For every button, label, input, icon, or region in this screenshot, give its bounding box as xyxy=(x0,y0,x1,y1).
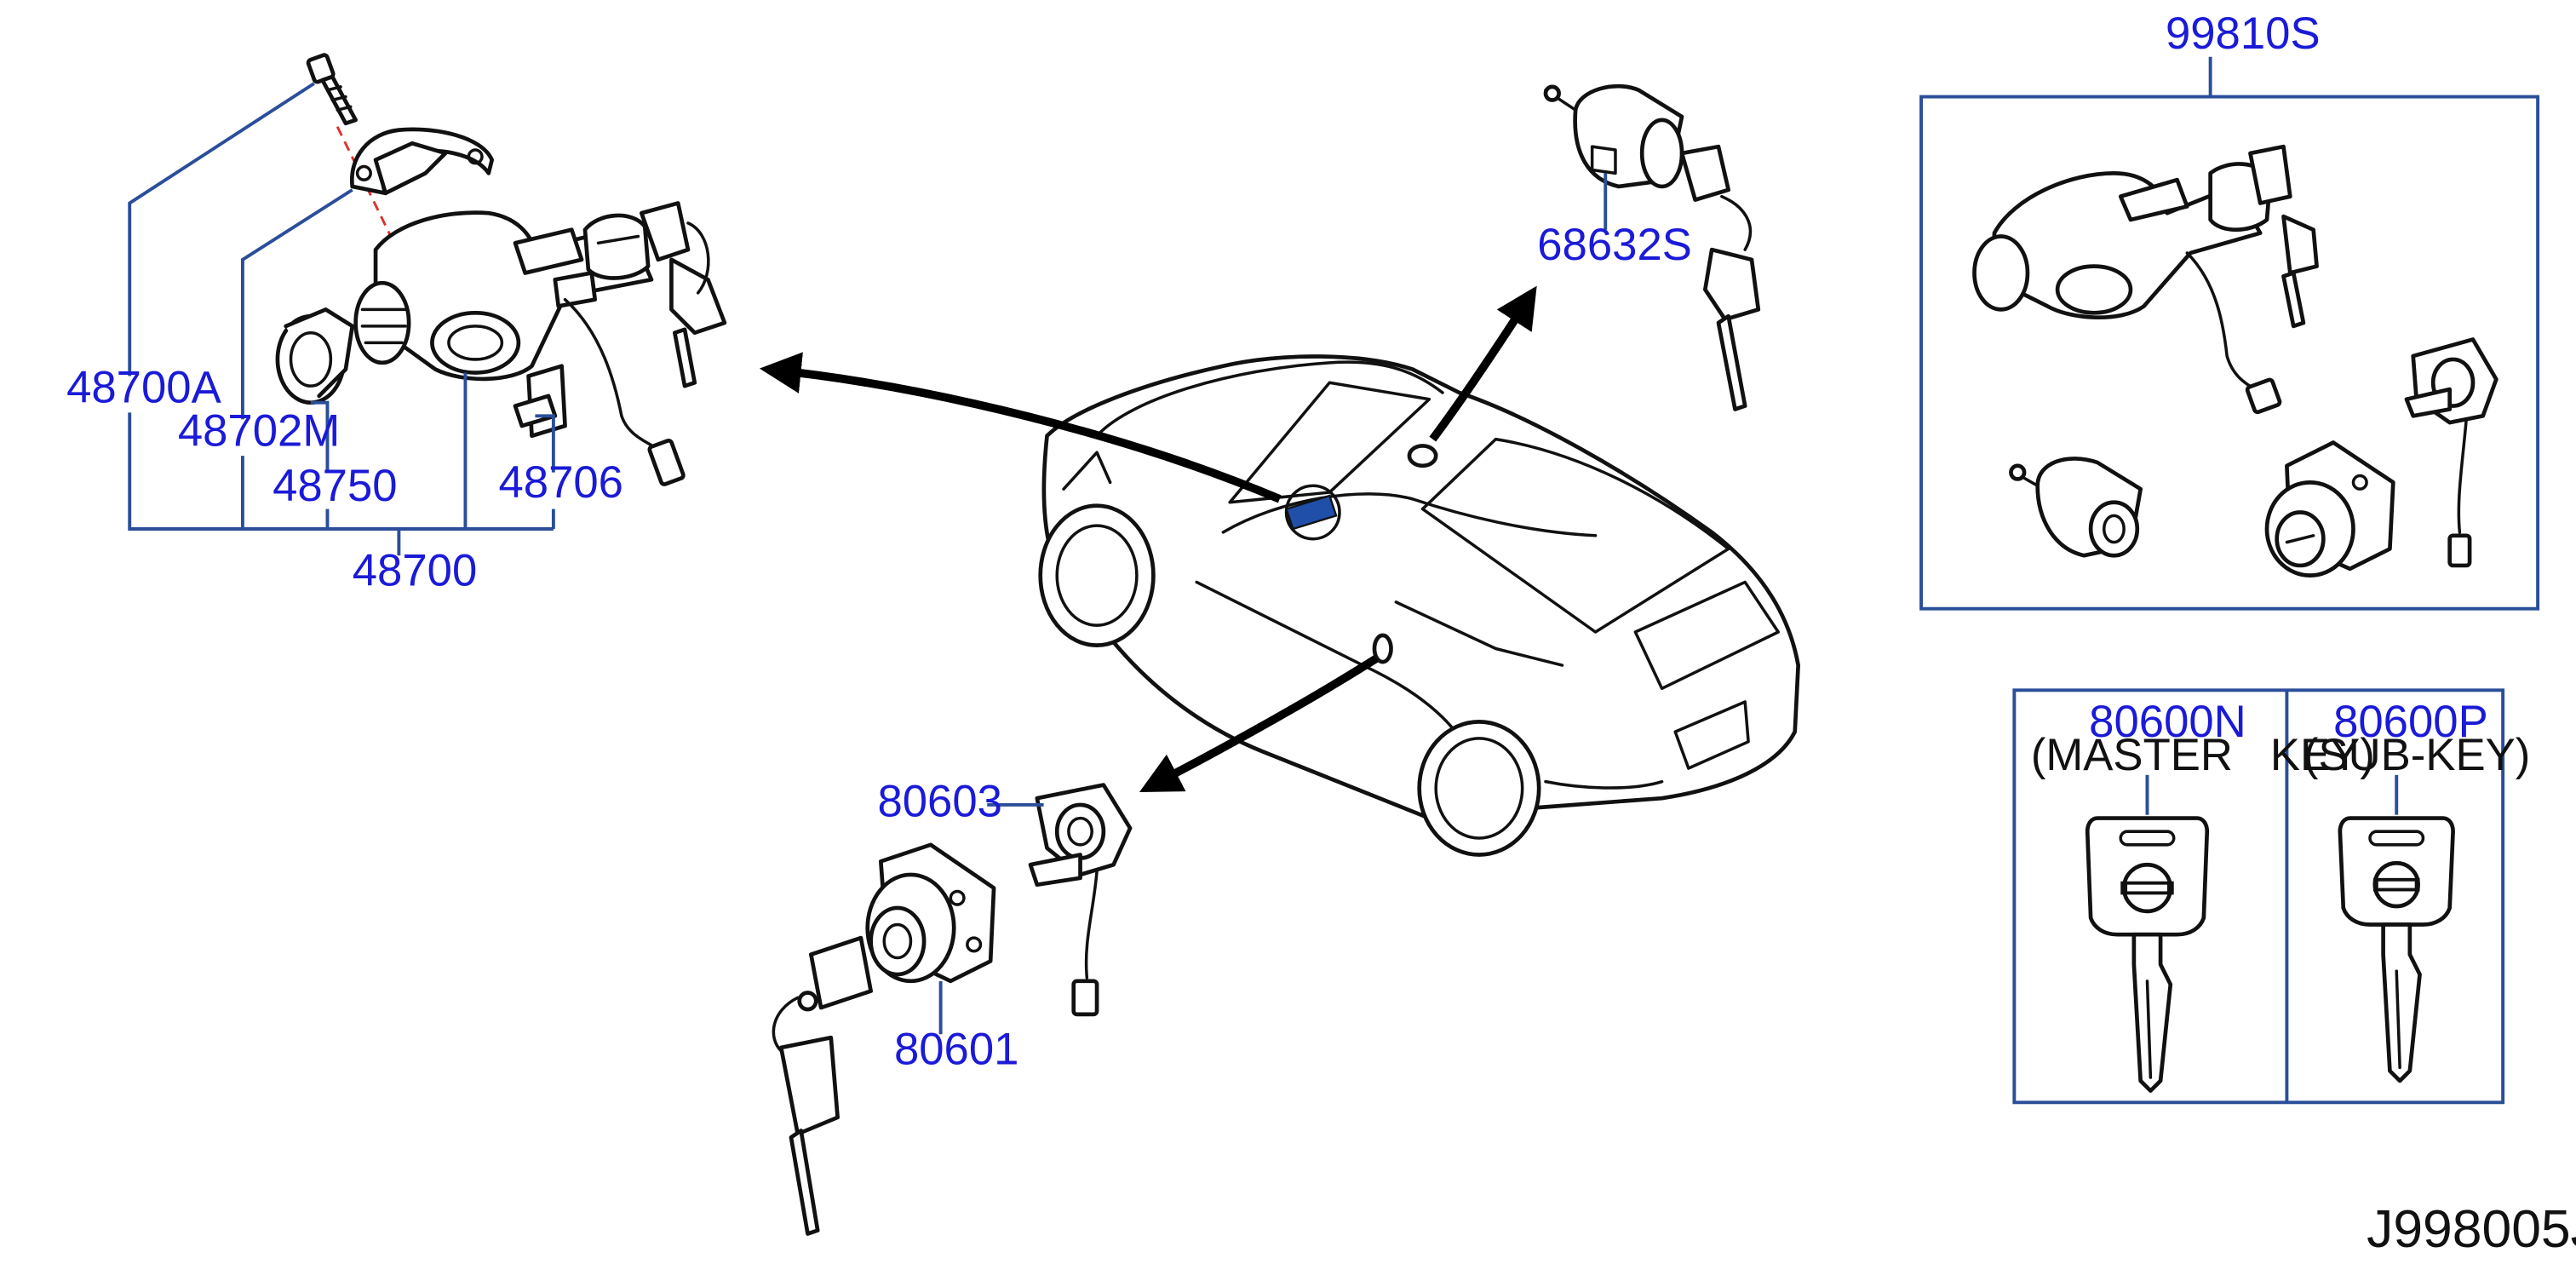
keys-box xyxy=(2012,688,2505,1105)
door-lock-cylinder xyxy=(772,842,996,1236)
rear-wheel xyxy=(1417,720,1541,857)
label-68632S: 68632S xyxy=(1537,220,1692,270)
shear-bolt xyxy=(306,53,358,126)
key-ring-illumination xyxy=(275,307,355,405)
sub-key-note: (SUB-KEY) xyxy=(2303,730,2530,780)
label-80600N: 80600N xyxy=(2089,697,2246,747)
label-80601: 80601 xyxy=(894,1024,1019,1074)
sub-key xyxy=(2338,816,2455,1083)
switch-key xyxy=(639,201,727,388)
label-48706: 48706 xyxy=(498,457,623,508)
trunk-lock-point xyxy=(1407,444,1438,468)
steering-lock-body xyxy=(353,210,654,382)
door-lock-switch xyxy=(1028,783,1133,1017)
steering-lock-clamp xyxy=(350,127,495,196)
arrow-icon xyxy=(1139,655,1379,792)
label-80600P: 80600P xyxy=(2333,697,2488,747)
master-key-note: (MASTER KEY) xyxy=(2031,730,2375,780)
master-key xyxy=(2085,816,2210,1093)
harness-connector xyxy=(647,439,686,486)
label-48700: 48700 xyxy=(353,545,478,595)
ignition-switch-assembly xyxy=(275,53,727,486)
door-switch-connector xyxy=(1071,979,1099,1017)
nissan-emblem-icon xyxy=(2120,862,2174,914)
label-48700A: 48700A xyxy=(66,363,222,413)
switch-bracket xyxy=(513,364,567,439)
callout-arrows xyxy=(759,285,1537,792)
car-illustration xyxy=(1038,354,1800,857)
ignition-leaders xyxy=(128,82,555,556)
switch-harness xyxy=(563,297,660,451)
label-80603: 80603 xyxy=(877,777,1002,827)
drawing-reference: J998005J xyxy=(2367,1199,2576,1259)
arrow-icon xyxy=(1429,285,1537,442)
arrow-icon xyxy=(759,352,1282,503)
ignition-location-highlight xyxy=(1285,494,1338,531)
door-lock-point xyxy=(1372,633,1393,664)
trunk-lock-cylinder xyxy=(1543,83,1761,411)
label-48750: 48750 xyxy=(273,461,398,511)
lock-set-box xyxy=(1919,56,2540,611)
nissan-emblem-icon xyxy=(2372,860,2420,909)
label-99810S: 99810S xyxy=(2166,9,2321,59)
label-48702M: 48702M xyxy=(178,405,340,456)
